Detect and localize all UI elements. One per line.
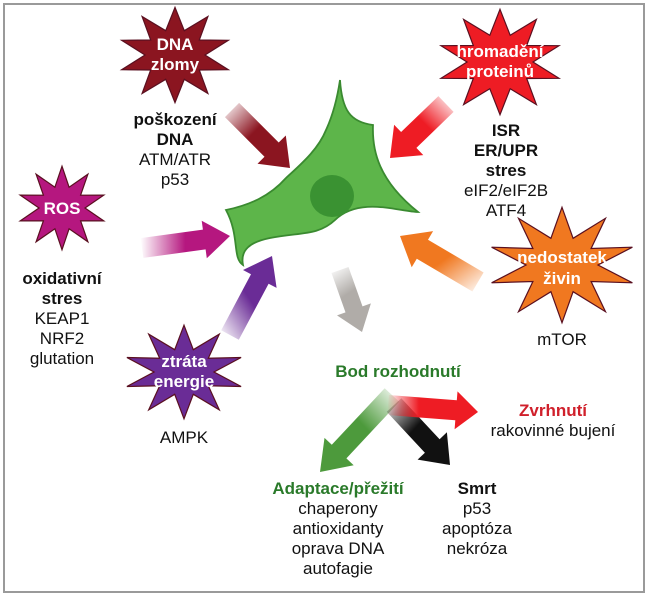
arrow-nutrient: [400, 231, 484, 292]
protein-heading-line: ISR: [492, 121, 520, 140]
adaptation-title-line: Adaptace/přežití: [272, 479, 405, 498]
ros-details-line: KEAP1: [35, 309, 90, 328]
burst-label-energy-line: ztráta: [161, 352, 207, 371]
decision-label-line: Bod rozhodnutí: [335, 362, 462, 381]
burst-label-protein-line: hromadění: [457, 42, 545, 61]
arrow-decision: [331, 267, 371, 332]
protein-details-line: eIF2/eIF2B: [464, 181, 548, 200]
protein-details-line: ATF4: [486, 201, 526, 220]
dna-details-line: p53: [161, 170, 189, 189]
cell: [224, 79, 421, 267]
adaptation-items-line: chaperony: [298, 499, 378, 518]
arrow-transformation: [387, 391, 478, 430]
burst-ros: [18, 164, 106, 252]
burst-label-dna-line: zlomy: [151, 55, 200, 74]
death-title: Smrt: [458, 479, 497, 498]
arrow-adaptation: [320, 388, 400, 472]
transformation-items: rakovinné bujení: [491, 421, 616, 440]
death-items-line: apoptóza: [442, 519, 512, 538]
dna-details-line: ATM/ATR: [139, 150, 211, 169]
transformation-title-line: Zvrhnutí: [519, 401, 588, 420]
energy-details-line: AMPK: [160, 428, 209, 447]
burst-energy: [126, 323, 242, 421]
burst-nutrient: [491, 205, 633, 325]
burst-dna: [119, 5, 231, 105]
transformation-items-line: rakovinné bujení: [491, 421, 616, 440]
burst-label-protein-line: proteinů: [466, 62, 534, 81]
arrow-energy: [221, 256, 277, 340]
adaptation-items-line: oprava DNA: [292, 539, 385, 558]
dna-heading-line: DNA: [157, 130, 194, 149]
nutrient-details: mTOR: [537, 330, 587, 349]
burst-label-energy-line: energie: [154, 372, 214, 391]
burst-label-dna-line: DNA: [157, 35, 194, 54]
death-title-line: Smrt: [458, 479, 497, 498]
burst-label-ros: ROS: [44, 199, 81, 218]
adaptation-items-line: autofagie: [303, 559, 373, 578]
arrow-ros: [140, 220, 230, 259]
protein-heading-line: stres: [486, 161, 527, 180]
energy-details: AMPK: [160, 428, 209, 447]
burst-label-nutrient: nedostatek živin: [517, 248, 607, 288]
burst-label-nutrient-line: nedostatek: [517, 248, 607, 267]
transformation-title: Zvrhnutí: [519, 401, 588, 420]
adaptation-title: Adaptace/přežití: [272, 479, 405, 498]
ros-heading-line: oxidativní: [22, 269, 103, 288]
decision-label: Bod rozhodnutí: [335, 362, 462, 381]
ros-details-line: glutation: [30, 349, 94, 368]
protein-heading-line: ER/UPR: [474, 141, 538, 160]
cell-nucleus: [310, 175, 354, 217]
ros-details-line: NRF2: [40, 329, 84, 348]
death-items-line: nekróza: [447, 539, 508, 558]
burst-protein: [438, 7, 562, 117]
arrow-dna: [224, 102, 290, 168]
death-items-line: p53: [463, 499, 491, 518]
cell-body: [224, 79, 421, 267]
arrow-protein: [390, 96, 454, 158]
burst-label-nutrient-line: živin: [543, 269, 581, 288]
dna-heading-line: poškození: [133, 110, 217, 129]
nutrient-details-line: mTOR: [537, 330, 587, 349]
ros-heading-line: stres: [42, 289, 83, 308]
burst-label-ros-line: ROS: [44, 199, 81, 218]
adaptation-items-line: antioxidanty: [293, 519, 384, 538]
